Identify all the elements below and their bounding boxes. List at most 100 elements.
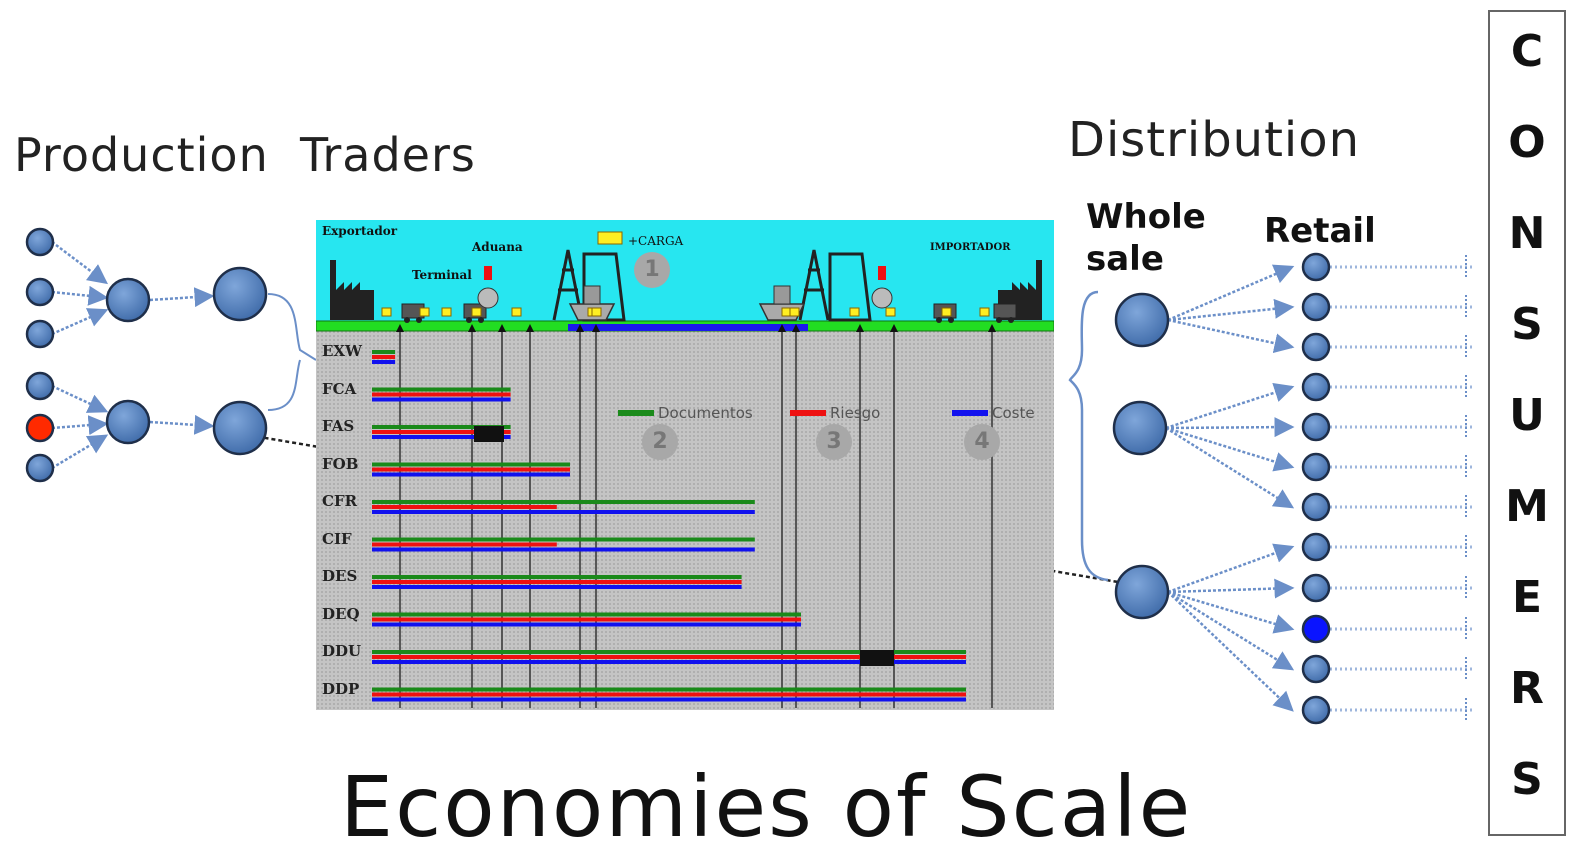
bar-risk	[372, 505, 557, 509]
truck-icon	[993, 303, 1017, 319]
incoterm-label: DEQ	[322, 604, 360, 623]
stage-arrow-icon	[592, 324, 600, 332]
truck-wheel	[478, 317, 484, 323]
node-circle	[1301, 614, 1331, 644]
node-circle	[25, 453, 55, 483]
bar-risk	[372, 355, 396, 359]
node-circle	[1301, 372, 1331, 402]
flow-arrow	[149, 287, 215, 308]
truck-wheel	[466, 317, 472, 323]
bar-cost	[372, 622, 801, 627]
bar-cost	[372, 435, 511, 439]
port-crane-icon	[798, 249, 830, 321]
aduana-label: Aduana	[472, 240, 523, 254]
stage-arrow-icon	[526, 324, 534, 332]
bar-documents	[372, 462, 570, 467]
wholesale-brace	[1068, 290, 1109, 582]
node-circle	[1301, 412, 1331, 442]
bar-cost	[372, 510, 755, 514]
consumers-letter: R	[1510, 663, 1544, 714]
node-circle	[1112, 400, 1168, 456]
chart-graphics	[316, 231, 1054, 708]
node-circle	[1114, 292, 1170, 348]
flow-arrow	[1165, 417, 1295, 438]
flow-arrow	[51, 384, 109, 413]
consumers-letter: O	[1508, 117, 1546, 168]
ship-cabin	[773, 285, 791, 305]
marker-icon	[419, 307, 430, 317]
incoterm-label: DDP	[322, 679, 360, 698]
truck-wheel	[936, 317, 942, 323]
bar-cost	[372, 547, 755, 552]
truck-wheel	[416, 317, 422, 323]
ship-cabin	[583, 285, 601, 305]
flow-arrow	[1167, 591, 1294, 712]
stage-arrow-icon	[778, 324, 786, 332]
customs-stop-box	[860, 650, 894, 666]
marker-icon	[591, 307, 602, 317]
bar-documents	[372, 537, 755, 542]
node-circle	[1301, 492, 1331, 522]
legend-swatch	[618, 410, 654, 416]
marker-icon	[381, 307, 392, 317]
flow-arrow	[1167, 590, 1295, 634]
truck-wheel	[404, 317, 410, 323]
carga-label: +CARGA	[628, 234, 684, 248]
legend-cost-label: Coste	[992, 404, 1035, 422]
sea-line	[568, 324, 808, 331]
stage-arrow-icon	[890, 324, 898, 332]
flow-arrow	[1165, 382, 1295, 430]
marker-icon	[511, 307, 522, 317]
flow-arrow	[51, 434, 109, 470]
incoterm-label: FCA	[322, 379, 357, 398]
flow-arrow	[1165, 426, 1295, 472]
legend-documents-label: Documentos	[658, 404, 753, 422]
marker-icon	[789, 307, 800, 317]
factory-icon	[330, 260, 374, 320]
bar-risk	[372, 692, 966, 697]
legend-risk-label: Riesgo	[830, 404, 881, 422]
bar-documents	[372, 650, 966, 654]
truck-wheel	[1008, 317, 1014, 323]
diagram-title: Economies of Scale	[340, 758, 1193, 856]
flow-arrow	[51, 415, 109, 436]
stage-arrow-icon	[468, 324, 476, 332]
node-circle	[25, 277, 55, 307]
marker-icon	[941, 307, 952, 317]
customs-post-icon	[871, 287, 893, 309]
marker-icon	[979, 307, 990, 317]
node-circle	[212, 266, 268, 322]
bar-documents	[372, 425, 511, 429]
flow-arrows	[51, 241, 1474, 722]
bar-documents	[372, 575, 742, 579]
consumers-letter: C	[1510, 26, 1544, 77]
bar-documents	[372, 687, 966, 692]
stage-arrow-icon	[498, 324, 506, 332]
flow-arrow	[1165, 426, 1295, 509]
retail-heading: Retail	[1264, 211, 1376, 251]
customs-post-icon	[477, 287, 499, 309]
bar-documents	[372, 612, 801, 617]
incoterm-label: DES	[322, 567, 358, 585]
port-crane-frame	[828, 252, 872, 322]
bar-cost	[372, 472, 570, 477]
bar-cost	[372, 697, 966, 702]
node-circle	[25, 227, 55, 257]
incoterm-label: CFR	[322, 492, 358, 510]
stage-arrow-icon	[792, 324, 800, 332]
bar-cost	[372, 660, 966, 664]
node-circle	[1301, 573, 1331, 603]
legend-swatch	[790, 410, 826, 416]
flow-arrow	[1167, 543, 1295, 594]
exporter-label: Exportador	[322, 224, 398, 238]
node-circle	[1301, 654, 1331, 684]
step-circle-1: 1	[634, 252, 670, 288]
consumers-letter: E	[1511, 572, 1543, 623]
flow-arrow	[51, 308, 109, 336]
bar-risk	[372, 655, 966, 659]
bar-risk	[372, 430, 511, 434]
node-circle	[1301, 252, 1331, 282]
marker-icon	[885, 307, 896, 317]
customs-flag-icon	[484, 266, 492, 280]
